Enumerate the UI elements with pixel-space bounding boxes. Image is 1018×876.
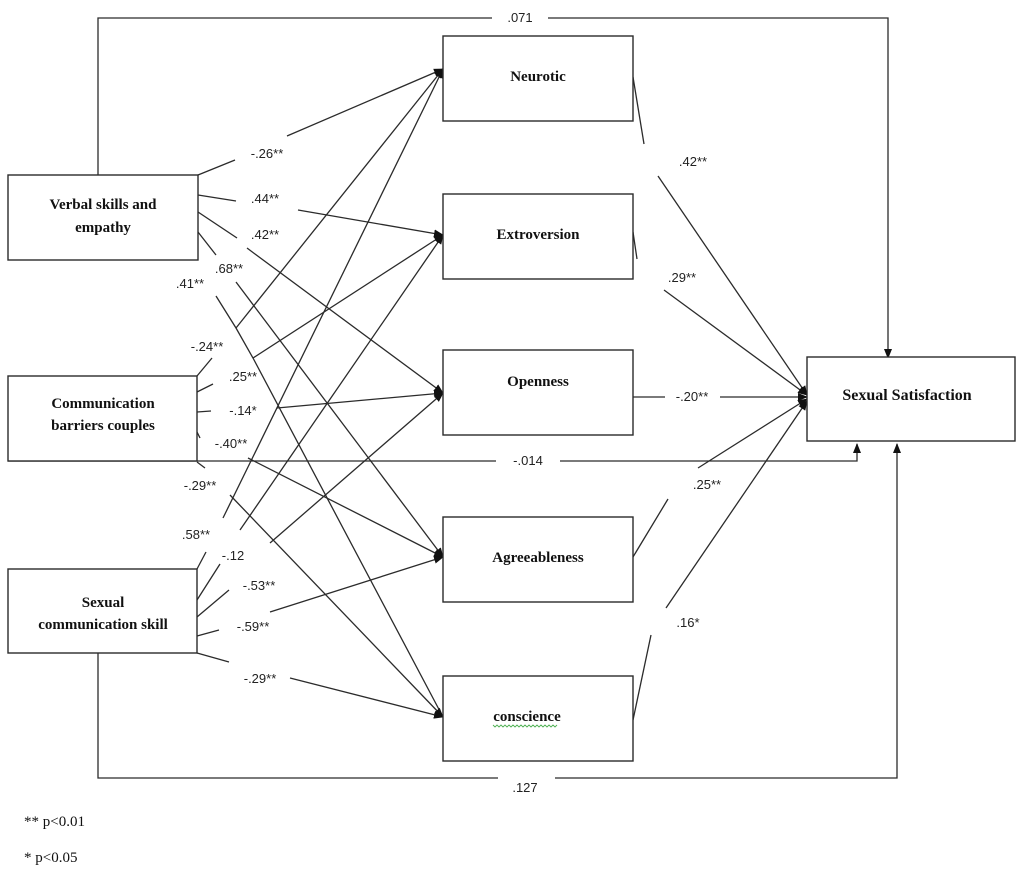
coef-communication-extroversion: .25** — [229, 369, 257, 384]
path-sexualcomm-neurotic — [196, 551, 207, 570]
coef-communication-neurotic: -.24** — [191, 339, 224, 354]
path-communication-conscience — [196, 461, 206, 469]
path-verbal-conscience — [215, 295, 444, 718]
node-conscience: conscience — [442, 675, 634, 762]
path-communication-satisfaction-b — [560, 443, 861, 462]
node-extroversion: Extroversion — [442, 193, 634, 280]
path-sexualcomm-satisfaction-b — [555, 443, 901, 779]
path-verbal-neurotic — [197, 159, 236, 176]
path-verbal-neurotic-b — [286, 68, 444, 137]
coef-sexualcomm-agreeableness: -.59** — [237, 619, 270, 634]
node-label-line1: Verbal skills and — [50, 197, 158, 213]
coef-verbal-conscience: .41** — [176, 276, 204, 291]
node-agreeableness: Agreeableness — [442, 516, 634, 603]
coef-extroversion-satisfaction: .29** — [668, 270, 696, 285]
node-label: Sexual Satisfaction — [842, 387, 971, 404]
coef-verbal-satisfaction: .071 — [507, 10, 532, 25]
coef-communication-openness: -.14* — [229, 403, 256, 418]
node-verbal-skills: Verbal skills and empathy — [7, 174, 199, 261]
coef-sexualcomm-conscience: -.29** — [244, 671, 277, 686]
node-neurotic: Neurotic — [442, 35, 634, 122]
path-sexualcomm-extroversion-b — [239, 234, 444, 531]
path-verbal-openness-b — [246, 247, 444, 394]
node-label-line2: barriers couples — [51, 418, 155, 434]
path-sexualcomm-conscience — [196, 652, 230, 663]
path-sexualcomm-openness — [196, 589, 230, 618]
path-neurotic-satisfaction — [632, 76, 645, 145]
path-sexualcomm-satisfaction — [97, 653, 498, 779]
node-label-line1: Communication — [51, 396, 155, 412]
coef-conscience-satisfaction: .16* — [676, 615, 699, 630]
node-label: conscience — [493, 709, 561, 725]
path-communication-openness — [196, 410, 212, 413]
path-verbal-extroversion-b — [297, 209, 444, 238]
path-verbal-satisfaction — [97, 17, 492, 175]
path-verbal-agreeableness — [197, 231, 217, 256]
path-extroversion-satisfaction-b — [663, 289, 808, 396]
node-label: Neurotic — [510, 69, 566, 85]
node-label-line2: communication skill — [38, 617, 168, 633]
coef-openness-satisfaction: -.20** — [676, 389, 709, 404]
path-verbal-openness — [197, 211, 238, 239]
coef-verbal-openness: .42** — [251, 227, 279, 242]
coef-agreeableness-satisfaction: .25** — [693, 477, 721, 492]
node-label: Agreeableness — [492, 550, 584, 566]
node-communication-barriers: Communication barriers couples — [7, 375, 198, 462]
legend-p05: * p<0.05 — [24, 850, 78, 866]
path-verbal-satisfaction-b — [548, 17, 892, 359]
path-sexualcomm-extroversion — [196, 563, 221, 601]
path-agreeableness-satisfaction-b — [697, 398, 808, 469]
coef-communication-conscience: -.29** — [184, 478, 217, 493]
coef-neurotic-satisfaction: .42** — [679, 154, 707, 169]
coef-sexualcomm-openness: -.53** — [243, 578, 276, 593]
path-communication-neurotic-b — [235, 68, 444, 329]
coef-communication-agreeableness: -.40** — [215, 436, 248, 451]
path-sexualcomm-openness-b — [269, 392, 444, 544]
path-neurotic-satisfaction-b — [657, 175, 808, 396]
path-conscience-satisfaction — [632, 634, 652, 721]
node-label: Extroversion — [496, 227, 580, 243]
legend-p01: ** p<0.01 — [24, 814, 85, 830]
path-sexualcomm-neurotic-b — [222, 68, 444, 519]
spellcheck-underline — [492, 724, 558, 728]
coef-verbal-neurotic: -.26** — [251, 146, 284, 161]
path-sexualcomm-conscience-b — [289, 677, 444, 719]
path-sexualcomm-agreeableness — [196, 629, 220, 637]
node-label-line1: Sexual — [82, 595, 125, 611]
coef-verbal-agreeableness: .68** — [215, 261, 243, 276]
coef-sexualcomm-extroversion: -.12 — [222, 548, 244, 563]
path-verbal-extroversion — [197, 194, 237, 202]
path-verbal-agreeableness-b — [235, 281, 444, 558]
path-agreeableness-satisfaction — [632, 498, 669, 558]
coef-verbal-extroversion: .44** — [251, 191, 279, 206]
path-communication-extroversion-b — [252, 234, 444, 359]
node-sexual-satisfaction: Sexual Satisfaction — [806, 356, 1016, 442]
path-conscience-satisfaction-b — [665, 400, 808, 609]
node-label: Openness — [507, 374, 569, 390]
path-communication-agreeableness-b — [247, 457, 444, 558]
node-openness: Openness — [442, 349, 634, 436]
path-communication-openness-b — [276, 389, 444, 409]
path-communication-conscience-b — [229, 494, 444, 718]
path-communication-neurotic — [196, 357, 213, 377]
path-sexualcomm-agreeableness-b — [269, 555, 444, 613]
node-label-line2: empathy — [75, 220, 131, 236]
coef-sexualcomm-neurotic: .58** — [182, 527, 210, 542]
path-communication-extroversion — [196, 383, 214, 393]
coef-sexualcomm-satisfaction: .127 — [512, 780, 537, 795]
node-sexual-communication-skill: Sexual communication skill — [7, 568, 198, 654]
coef-communication-satisfaction: -.014 — [513, 453, 543, 468]
